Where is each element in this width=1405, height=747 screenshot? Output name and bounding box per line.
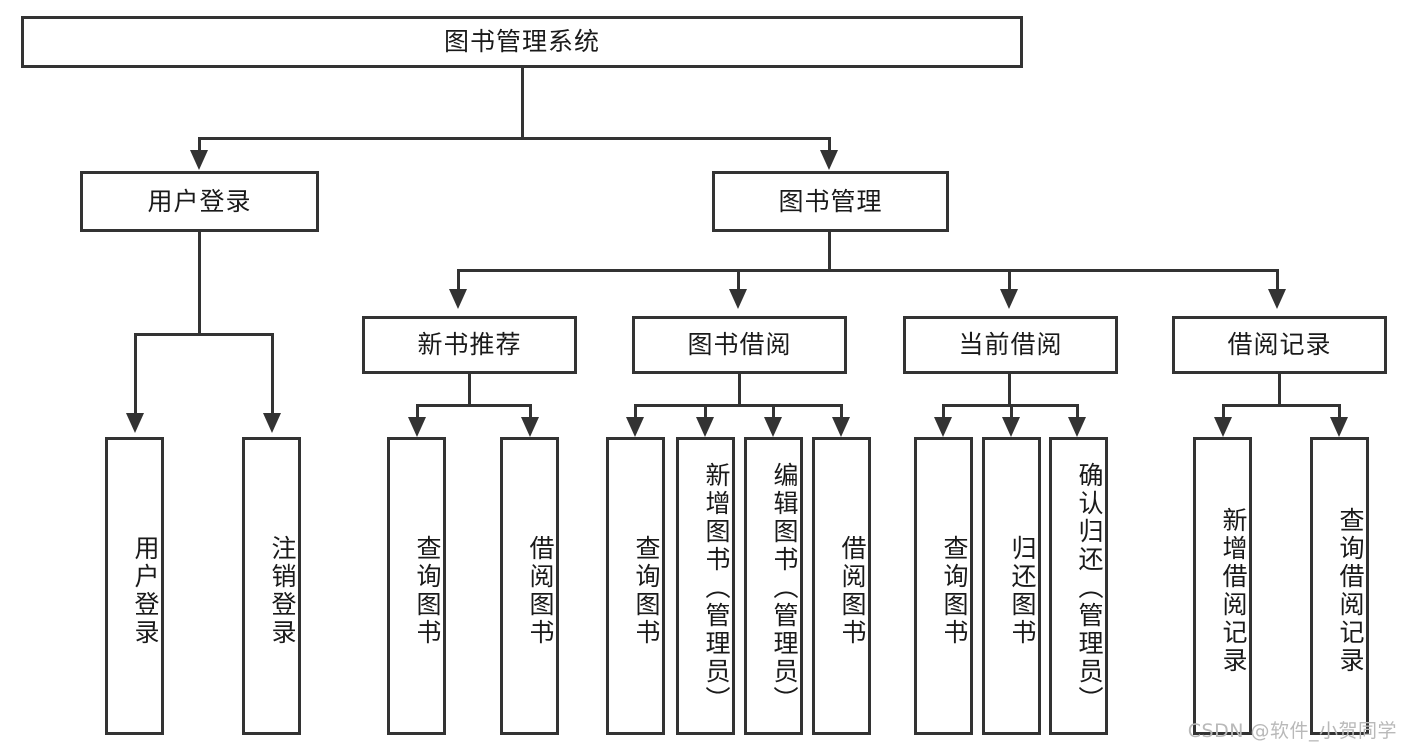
- arrow-to-user-login: [190, 150, 208, 170]
- connector-new-book-recommend-bus: [416, 404, 532, 407]
- leaf-edit-book-admin[interactable]: 编辑图书（管理员）: [744, 437, 803, 735]
- connector-drop-user-login: [198, 137, 201, 152]
- arrow-to-leaf-borrow-book-nbr: [521, 417, 539, 437]
- node-label: 查询借阅记录: [1336, 507, 1365, 675]
- connector-drop-leaf-query-book-nbr: [416, 404, 419, 419]
- connector-book-management-stem: [828, 232, 831, 272]
- leaf-confirm-return-admin[interactable]: 确认归还（管理员）: [1049, 437, 1108, 735]
- node-label: 借阅图书: [838, 535, 867, 647]
- arrow-to-leaf-borrow-book-bb: [832, 417, 850, 437]
- connector-level2-bus: [198, 137, 830, 140]
- node-new-book-recommend[interactable]: 新书推荐: [362, 316, 577, 374]
- leaf-logout[interactable]: 注销登录: [242, 437, 301, 735]
- arrow-to-leaf-logout: [263, 413, 281, 433]
- node-label: 图书管理: [778, 186, 883, 216]
- connector-drop-book-management: [828, 137, 831, 152]
- arrow-to-leaf-query-borrow-record: [1330, 417, 1348, 437]
- leaf-add-borrow-record[interactable]: 新增借阅记录: [1193, 437, 1252, 735]
- node-label: 借阅图书: [526, 535, 555, 647]
- leaf-query-book-borrow[interactable]: 查询图书: [606, 437, 665, 735]
- node-label: 图书借阅: [687, 330, 792, 359]
- leaf-user-login[interactable]: 用户登录: [105, 437, 164, 735]
- arrow-to-current-borrow: [1000, 289, 1018, 309]
- arrow-to-leaf-query-book-cb: [934, 417, 952, 437]
- node-borrow-record[interactable]: 借阅记录: [1172, 316, 1387, 374]
- connector-drop-leaf-edit-book: [772, 404, 775, 419]
- arrow-to-leaf-return-book: [1002, 417, 1020, 437]
- arrow-to-leaf-query-book-bb: [626, 417, 644, 437]
- connector-drop-leaf-query-borrow-record: [1338, 404, 1341, 419]
- connector-drop-leaf-add-book: [704, 404, 707, 419]
- connector-drop-leaf-query-book-cb: [942, 404, 945, 419]
- node-label: 归还图书: [1008, 535, 1037, 647]
- connector-drop-new-book-recommend: [457, 269, 460, 291]
- node-label: 用户登录: [131, 535, 160, 647]
- leaf-query-book-new-recommend[interactable]: 查询图书: [387, 437, 446, 735]
- connector-drop-current-borrow: [1008, 269, 1011, 291]
- connector-drop-leaf-logout: [271, 333, 274, 415]
- connector-drop-borrow-record: [1276, 269, 1279, 291]
- node-current-borrow[interactable]: 当前借阅: [903, 316, 1118, 374]
- connector-book-borrow-bus: [634, 404, 842, 407]
- node-label: 注销登录: [268, 535, 297, 647]
- connector-borrow-record-stem: [1278, 374, 1281, 406]
- leaf-query-borrow-record[interactable]: 查询借阅记录: [1310, 437, 1369, 735]
- leaf-borrow-book-new-recommend[interactable]: 借阅图书: [500, 437, 559, 735]
- leaf-return-book[interactable]: 归还图书: [982, 437, 1041, 735]
- arrow-to-leaf-confirm-return: [1068, 417, 1086, 437]
- node-user-login[interactable]: 用户登录: [80, 171, 319, 232]
- node-label: 新增借阅记录: [1219, 507, 1248, 675]
- connector-drop-leaf-return-book: [1010, 404, 1013, 419]
- leaf-borrow-book[interactable]: 借阅图书: [812, 437, 871, 735]
- leaf-query-book-current[interactable]: 查询图书: [914, 437, 973, 735]
- connector-user-login-stem: [198, 232, 201, 336]
- connector-borrow-record-bus: [1222, 404, 1341, 407]
- connector-current-borrow-stem: [1008, 374, 1011, 406]
- csdn-watermark: CSDN @软件_小贺同学: [1187, 720, 1397, 742]
- node-label: 查询图书: [632, 535, 661, 647]
- node-label: 当前借阅: [958, 330, 1063, 359]
- arrow-to-borrow-record: [1268, 289, 1286, 309]
- connector-book-borrow-stem: [738, 374, 741, 406]
- connector-new-book-recommend-stem: [468, 374, 471, 406]
- node-label: 确认归还（管理员）: [1075, 462, 1104, 714]
- node-label: 用户登录: [147, 186, 252, 216]
- node-book-management[interactable]: 图书管理: [712, 171, 949, 232]
- arrow-to-leaf-user-login: [126, 413, 144, 433]
- arrow-to-leaf-add-book: [696, 417, 714, 437]
- arrow-to-leaf-query-book-nbr: [408, 417, 426, 437]
- leaf-add-book-admin[interactable]: 新增图书（管理员）: [676, 437, 735, 735]
- arrow-to-new-book-recommend: [449, 289, 467, 309]
- connector-drop-leaf-borrow-book-nbr: [529, 404, 532, 419]
- connector-drop-leaf-user-login: [134, 333, 137, 415]
- node-book-borrow[interactable]: 图书借阅: [632, 316, 847, 374]
- node-label: 查询图书: [940, 535, 969, 647]
- connector-drop-leaf-query-book-bb: [634, 404, 637, 419]
- arrow-to-book-borrow: [729, 289, 747, 309]
- connector-level3-bus: [457, 269, 1279, 272]
- node-label: 新增图书（管理员）: [702, 462, 731, 714]
- connector-drop-leaf-confirm-return: [1076, 404, 1079, 419]
- connector-drop-leaf-borrow-book-bb: [840, 404, 843, 419]
- arrow-to-leaf-edit-book: [764, 417, 782, 437]
- node-label: 借阅记录: [1227, 330, 1332, 359]
- connector-drop-book-borrow: [737, 269, 740, 291]
- node-root-book-management-system[interactable]: 图书管理系统: [21, 16, 1023, 68]
- connector-root-stem: [521, 68, 524, 139]
- connector-user-login-bus: [134, 333, 274, 336]
- node-label: 编辑图书（管理员）: [770, 462, 799, 714]
- node-label: 新书推荐: [417, 330, 522, 359]
- arrow-to-book-management: [820, 150, 838, 170]
- node-label: 图书管理系统: [443, 27, 600, 56]
- connector-drop-leaf-add-borrow-record: [1222, 404, 1225, 419]
- node-label: 查询图书: [413, 535, 442, 647]
- arrow-to-leaf-add-borrow-record: [1214, 417, 1232, 437]
